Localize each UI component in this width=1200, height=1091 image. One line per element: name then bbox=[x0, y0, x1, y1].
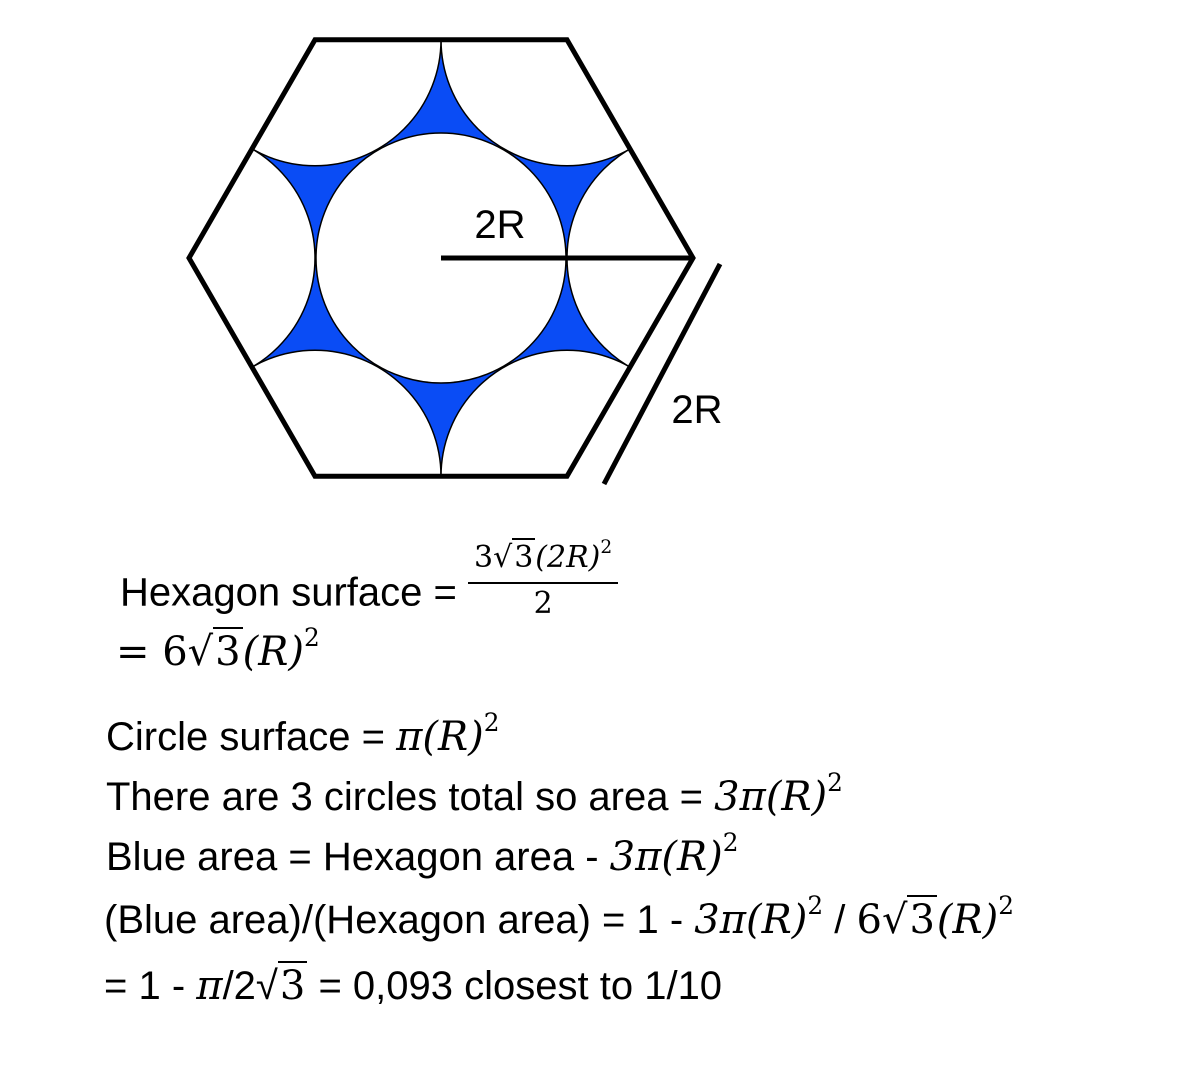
three-circles-line: There are 3 circles total so area = 3π(R… bbox=[106, 768, 843, 826]
frac-num-prefix: 3√ bbox=[474, 540, 513, 575]
hexagon-outline bbox=[186, 37, 696, 479]
frac-num-suffix: (2R) bbox=[535, 540, 601, 575]
ratio-expr-1: 3π(R) bbox=[694, 897, 808, 943]
final-prefix: = 1 - bbox=[104, 964, 197, 1008]
three-circles-exponent: 2 bbox=[827, 768, 843, 798]
final-result-line: = 1 - π/2√3 = 0,093 closest to 1/10 bbox=[104, 961, 723, 1010]
hex-result-prefix: = 6√ bbox=[116, 629, 214, 675]
three-circles-expr: 3π(R) bbox=[714, 774, 828, 820]
ratio-expr-2-radicand: 3 bbox=[907, 895, 937, 943]
ratio-expr-2-suffix: (R) bbox=[936, 897, 999, 943]
hexagon-surface-result: = 6√3(R)2 bbox=[116, 623, 320, 681]
ratio-exponent-1: 2 bbox=[807, 891, 824, 921]
ratio-slash: / bbox=[823, 898, 857, 942]
ratio-expr-2-prefix: 6√ bbox=[856, 897, 908, 943]
blue-area-line: Blue area = Hexagon area - 3π(R)2 bbox=[106, 828, 739, 886]
circle-surface-exponent: 2 bbox=[483, 708, 500, 738]
frac-num-radicand: 3 bbox=[512, 538, 536, 575]
blue-area-label: Blue area = Hexagon area - bbox=[106, 835, 610, 879]
blue-area-exponent: 2 bbox=[722, 828, 739, 858]
final-mid: /2√ bbox=[222, 964, 278, 1008]
blue-area-expr: 3π(R) bbox=[609, 834, 723, 880]
hexagon-surface-label: Hexagon surface = bbox=[120, 570, 468, 615]
ratio-label: (Blue area)/(Hexagon area) = 1 - bbox=[104, 898, 695, 942]
three-circles-label: There are 3 circles total so area = bbox=[106, 775, 715, 819]
final-suffix: = 0,093 closest to 1/10 bbox=[307, 964, 723, 1008]
hex-result-radicand: 3 bbox=[213, 627, 243, 675]
center-segment-label: 2R bbox=[474, 203, 525, 247]
frac-num-exponent: 2 bbox=[600, 537, 613, 559]
final-radicand: 3 bbox=[277, 961, 308, 1009]
circle-surface-expr: π(R) bbox=[396, 714, 484, 760]
circle-surface-line: Circle surface = π(R)2 bbox=[106, 708, 500, 766]
frac-denominator: 2 bbox=[533, 586, 553, 621]
side-length-marker bbox=[601, 262, 723, 486]
circle-surface-label: Circle surface = bbox=[106, 715, 397, 759]
ratio-exponent-2: 2 bbox=[998, 891, 1014, 921]
side-length-label: 2R bbox=[671, 388, 722, 432]
hex-result-exponent: 2 bbox=[303, 623, 320, 653]
ratio-line: (Blue area)/(Hexagon area) = 1 - 3π(R)2 … bbox=[104, 891, 1014, 949]
final-pi: π bbox=[196, 963, 223, 1009]
hex-result-suffix: (R) bbox=[242, 629, 304, 675]
